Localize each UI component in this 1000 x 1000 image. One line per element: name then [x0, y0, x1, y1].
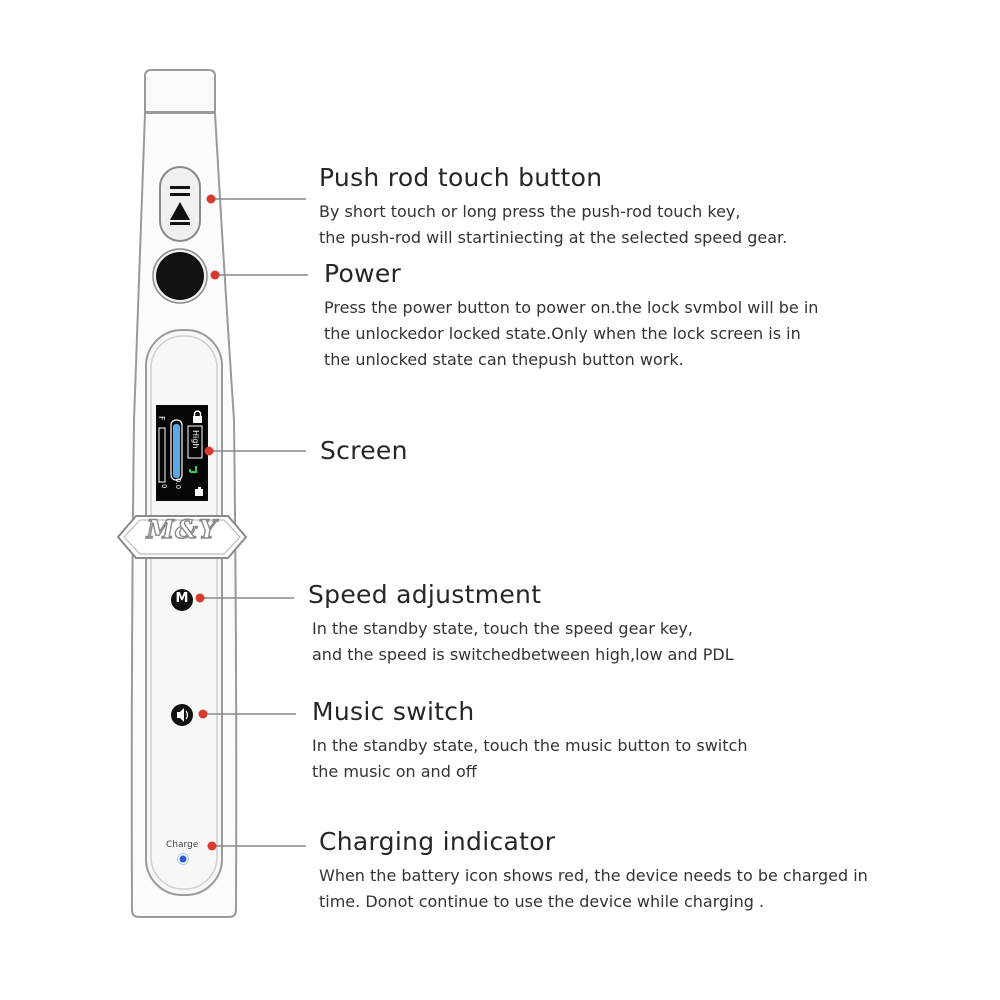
leader-dot-speed	[195, 593, 205, 603]
leader-lines	[195, 194, 308, 851]
speed-key[interactable]	[171, 589, 193, 611]
speaker-icon	[177, 708, 189, 722]
callout-text: By short touch or long press the push-ro…	[319, 202, 788, 247]
callout-charging: Charging indicator When the battery icon…	[319, 827, 868, 915]
callout-text: In the standby state, touch the music bu…	[312, 736, 748, 781]
music-key[interactable]	[171, 704, 193, 726]
callout-title: Screen	[320, 436, 408, 465]
device-screen	[156, 405, 208, 501]
callout-title: Music switch	[312, 697, 475, 726]
callout-speed: Speed adjustment In the standby state, t…	[308, 580, 734, 668]
callout-title: Power	[324, 259, 402, 288]
logo-badge	[116, 515, 248, 559]
power-button[interactable]	[152, 248, 208, 304]
screen-speed-bar	[170, 419, 183, 481]
screen-mode-label: High	[191, 430, 200, 449]
leader-dot-push-rod	[206, 194, 216, 204]
callout-text: When the battery icon shows red, the dev…	[319, 866, 868, 911]
leader-dot-charging	[207, 841, 217, 851]
logo-text: M&Y	[146, 514, 218, 544]
screen-value-b: 0	[160, 484, 168, 489]
charge-label: Charge	[166, 840, 199, 850]
charge-led	[177, 853, 189, 865]
leader-dot-power	[210, 270, 220, 280]
leader-dot-music	[198, 709, 208, 719]
screen-f-label: F	[157, 416, 166, 421]
speed-key-letter: M	[175, 591, 189, 606]
music-note-icon	[189, 466, 197, 473]
device-tip	[144, 69, 216, 113]
callout-text: Press the power button to power on.the l…	[324, 298, 819, 369]
screen-value-a: 0.0	[174, 478, 182, 490]
callout-push-rod: Push rod touch button By short touch or …	[319, 163, 787, 251]
callout-title: Charging indicator	[319, 827, 556, 856]
callout-screen: Screen	[320, 436, 408, 465]
battery-icon	[195, 487, 203, 496]
leader-dot-screen	[204, 446, 214, 456]
callout-music: Music switch In the standby state, touch…	[312, 697, 747, 785]
push-rod-button[interactable]	[159, 166, 201, 242]
lock-icon	[193, 410, 202, 423]
callout-title: Push rod touch button	[319, 163, 603, 192]
push-rod-icon	[170, 186, 190, 225]
callout-text: In the standby state, touch the speed ge…	[312, 619, 734, 664]
callout-title: Speed adjustment	[308, 580, 542, 609]
callout-power: Power Press the power button to power on…	[324, 259, 818, 373]
